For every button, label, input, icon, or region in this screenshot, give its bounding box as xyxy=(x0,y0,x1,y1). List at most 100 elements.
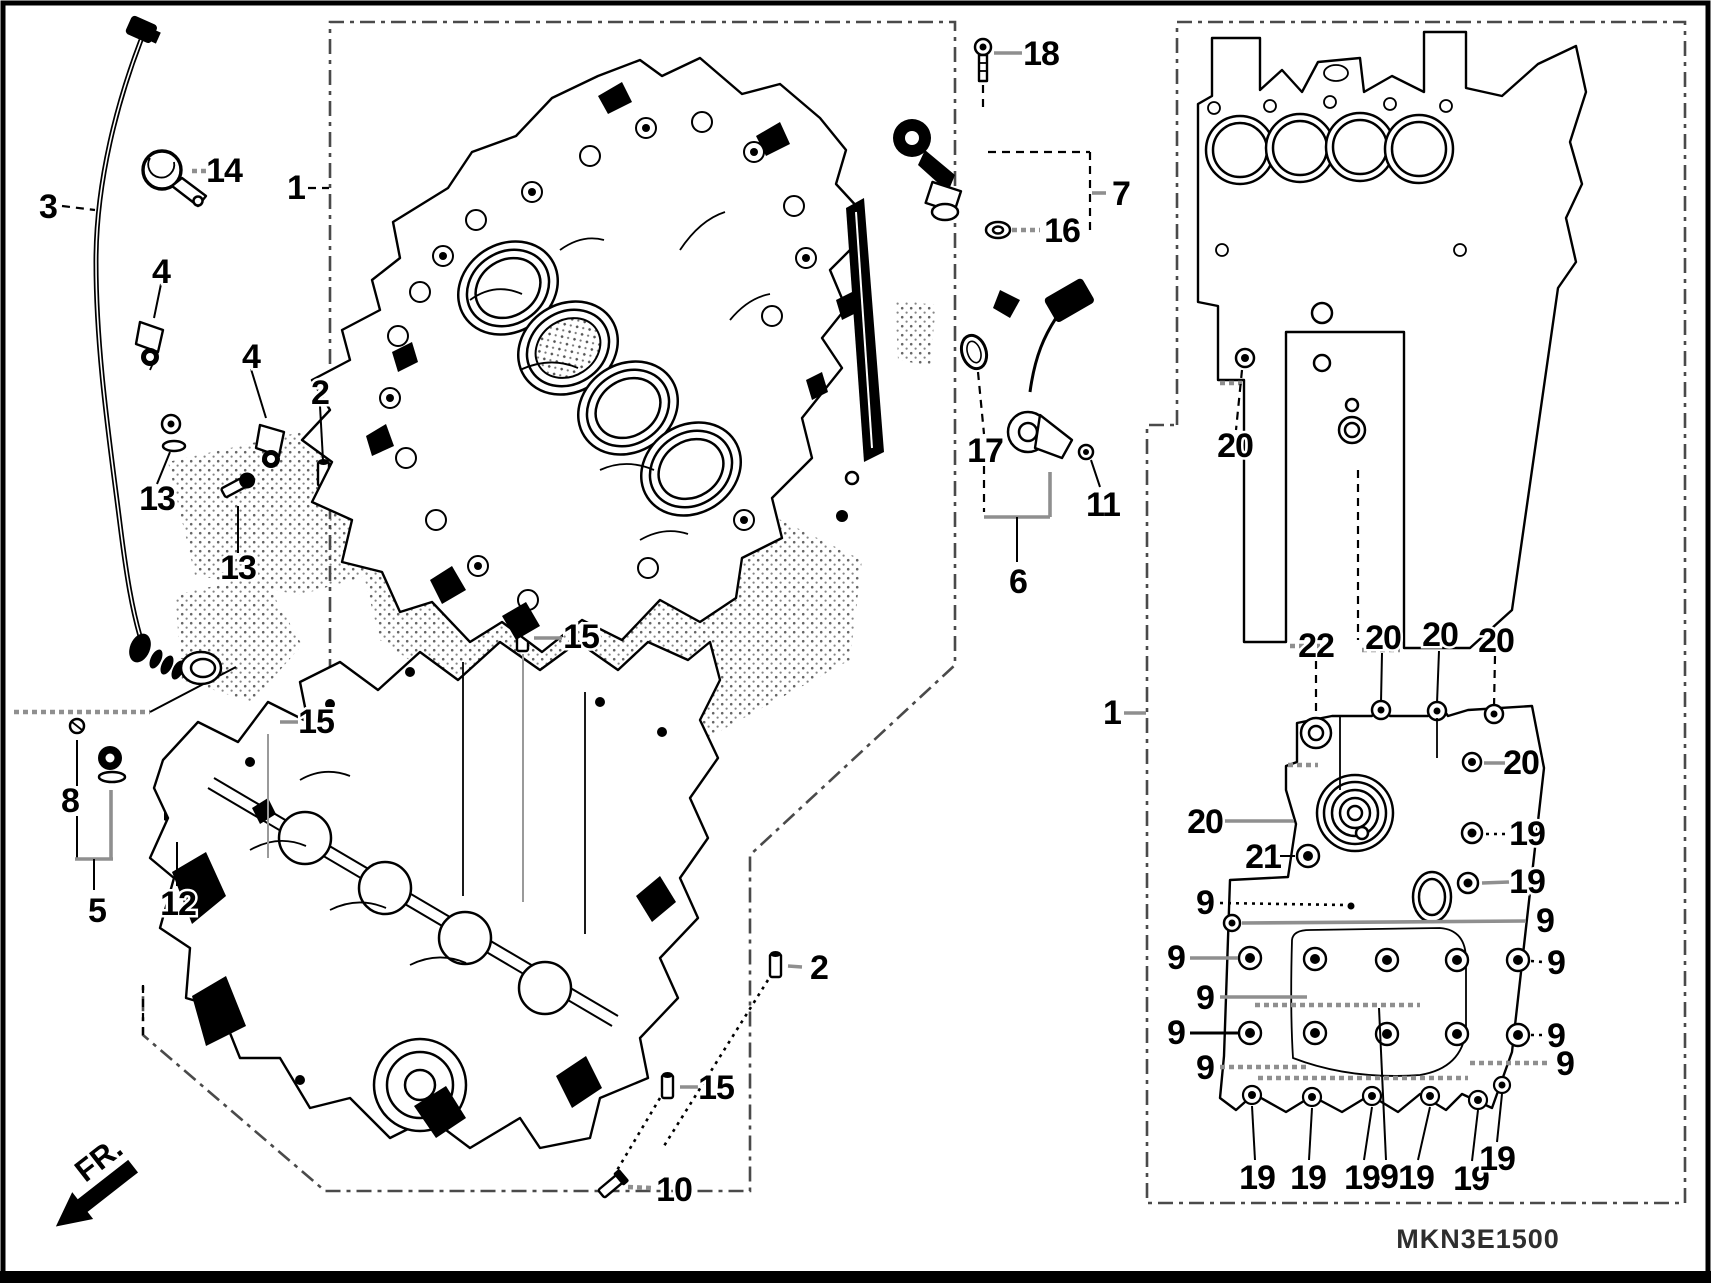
ring-22 xyxy=(1299,716,1333,750)
callout-11-20: 11 xyxy=(1086,486,1120,524)
callout-19-47: 19 xyxy=(1453,1160,1489,1198)
cam-sensor-body xyxy=(893,119,963,222)
ring-21 xyxy=(1295,843,1321,869)
cable-boot xyxy=(129,633,223,686)
callout-19-30: 19 xyxy=(1509,863,1545,901)
shadow-blobs-upper xyxy=(366,82,858,640)
callout-19-29: 19 xyxy=(1509,815,1545,853)
part-code: MKN3E1500 xyxy=(1396,1224,1560,1254)
callout-21-36: 21 xyxy=(1245,838,1281,876)
stud-lines xyxy=(462,662,586,934)
cable-clamp xyxy=(141,149,208,208)
assembly-boundaries xyxy=(141,20,1687,1205)
callout-15-8: 15 xyxy=(563,618,599,656)
oval-opening xyxy=(1411,870,1453,924)
bolt-10 xyxy=(597,1169,629,1199)
cylinder-bores xyxy=(456,240,743,517)
webbing-lines xyxy=(469,211,771,541)
callout-22-24: 22 xyxy=(1298,627,1334,665)
callout-10-14: 10 xyxy=(656,1171,692,1209)
callout-9-40: 9 xyxy=(1167,1014,1185,1052)
stud-holes xyxy=(379,111,817,611)
webbing-lines-lower xyxy=(249,770,467,966)
lower-crankcase-drawing xyxy=(148,640,722,1150)
callout-14-1: 14 xyxy=(206,152,243,190)
callout-9-41: 9 xyxy=(1196,1049,1214,1087)
case-wall-holes xyxy=(1310,301,1367,445)
callout-20-22: 20 xyxy=(1217,427,1253,465)
callout-20-25: 20 xyxy=(1365,619,1401,657)
assembly-boundary-right xyxy=(1145,20,1687,1205)
cam-chain-tensioner xyxy=(836,198,884,522)
bolt-18 xyxy=(973,37,993,83)
callout-19-44: 19 xyxy=(1344,1159,1380,1197)
top-edge-bolts xyxy=(1370,699,1505,725)
assembly-boundary-left xyxy=(141,20,957,1193)
callout-20-26: 20 xyxy=(1422,616,1458,654)
washer-16 xyxy=(984,220,1012,240)
callout-19-43: 19 xyxy=(1290,1159,1326,1197)
sensor-cable xyxy=(93,15,223,686)
callout-9-37: 9 xyxy=(1196,884,1214,922)
callout-9-33: 9 xyxy=(1547,1017,1565,1055)
callout-9-34: 9 xyxy=(1556,1045,1574,1083)
leader-lines xyxy=(61,51,1548,1191)
bolt-11 xyxy=(1077,443,1095,461)
head-gasket-bores xyxy=(1204,111,1455,186)
machined-edge-hatch xyxy=(1220,380,1400,653)
bolt-row-upper xyxy=(1237,945,1531,973)
callout-1-2: 1 xyxy=(287,169,305,207)
callout-9-32: 9 xyxy=(1547,944,1565,982)
callout-9-38: 9 xyxy=(1167,939,1185,977)
bottom-edge-bolts xyxy=(1241,1075,1512,1111)
callout-4-3: 4 xyxy=(152,253,171,291)
bolt-row-lower xyxy=(1237,1020,1531,1048)
callout-19-46: 19 xyxy=(1398,1159,1434,1197)
callout-9-31: 9 xyxy=(1536,902,1554,940)
sensor-4a xyxy=(134,320,165,371)
callout-12-12: 12 xyxy=(160,885,196,923)
upper-crankcase-drawing xyxy=(300,56,884,654)
callout-3-0: 3 xyxy=(39,188,57,226)
callout-6-21: 6 xyxy=(1009,563,1027,601)
o-ring-17 xyxy=(959,333,989,371)
dowel-15c xyxy=(660,1072,675,1100)
callout-16-18: 16 xyxy=(1044,212,1080,250)
bolt-20-top xyxy=(1234,347,1256,369)
bolt-13a xyxy=(160,413,187,453)
callout-15-13: 15 xyxy=(698,1069,734,1107)
callout-1-23: 1 xyxy=(1103,694,1121,732)
callout-20-28: 20 xyxy=(1503,744,1539,782)
callout-20-35: 20 xyxy=(1187,803,1223,841)
gasket-stud-holes xyxy=(1207,64,1467,257)
sensor-4b xyxy=(254,423,286,468)
callout-9-45: 9 xyxy=(1380,1158,1398,1196)
callout-17-19: 17 xyxy=(967,432,1003,470)
bolt-8-and-plug-5 xyxy=(68,717,127,784)
cam-pulse-sensor-group xyxy=(893,37,1095,461)
callout-13-6: 13 xyxy=(139,480,175,518)
crank-pulse-sensor xyxy=(993,278,1095,461)
callout-9-39: 9 xyxy=(1196,979,1214,1017)
cylinder-block-front-view xyxy=(1196,30,1588,653)
section-hatch xyxy=(14,666,237,715)
callout-18-16: 18 xyxy=(1023,35,1059,73)
callout-5-11: 5 xyxy=(88,892,106,930)
callout-15-9: 15 xyxy=(298,703,334,741)
callout-13-7: 13 xyxy=(220,549,256,587)
gasket-surface-hatch xyxy=(1255,762,1468,1081)
callout-20-27: 20 xyxy=(1478,622,1514,660)
callout-4-4: 4 xyxy=(242,338,261,376)
oil-passage-boss xyxy=(1315,773,1395,853)
side-bolts xyxy=(1222,751,1484,933)
main-bearing-journals xyxy=(277,810,573,1016)
front-direction-arrow: FR. xyxy=(55,1130,139,1227)
small-holes-lower xyxy=(245,667,667,1085)
callout-2-15: 2 xyxy=(810,949,828,987)
callout-2-5: 2 xyxy=(311,374,329,412)
callout-19-48: 19 xyxy=(1479,1140,1515,1178)
